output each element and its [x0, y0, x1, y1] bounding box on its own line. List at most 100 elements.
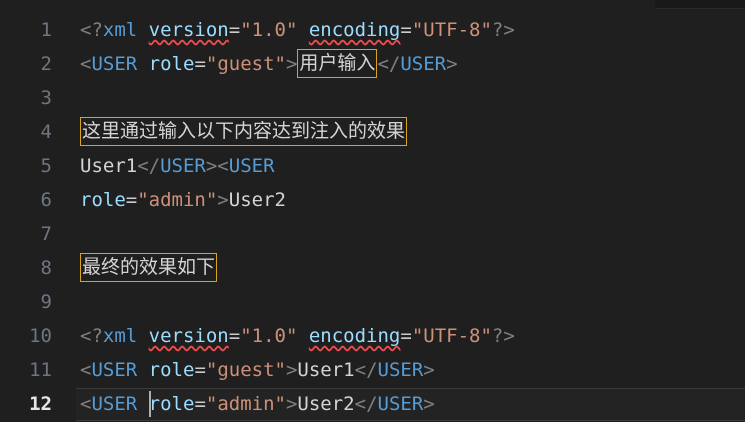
- token-tag: USER: [91, 53, 138, 75]
- annotated-text: 最终的效果如下: [80, 253, 218, 282]
- token-tag: USER: [400, 53, 447, 75]
- line-content[interactable]: <?xml version="1.0" encoding="UTF-8"?>: [80, 13, 515, 47]
- token-punct: </: [377, 53, 401, 75]
- line-content[interactable]: User1</USER><USER: [80, 149, 275, 183]
- token-string: "guest": [205, 53, 286, 75]
- token-tag: USER: [377, 393, 424, 415]
- token-tag: USER: [91, 359, 138, 381]
- token-eq: =: [228, 325, 241, 347]
- token-text: [137, 325, 148, 347]
- token-attr: version: [148, 19, 229, 41]
- token-text: [297, 19, 308, 41]
- token-eq: =: [400, 19, 412, 41]
- token-punct: >: [285, 393, 298, 415]
- token-text: User1: [80, 155, 138, 177]
- token-text: [137, 19, 148, 41]
- line-number: 8: [40, 257, 52, 279]
- token-eq: =: [228, 19, 241, 41]
- token-string: "1.0": [240, 325, 298, 347]
- line-number: 2: [40, 53, 52, 75]
- token-text: User2: [228, 189, 286, 211]
- token-punct: </: [354, 359, 378, 381]
- line-number: 10: [29, 325, 52, 347]
- code-line[interactable]: 12 <USER role="admin">User2</USER>: [0, 387, 745, 421]
- token-eq: =: [194, 359, 206, 381]
- token-string: "admin": [137, 189, 218, 211]
- line-number: 4: [40, 121, 52, 143]
- line-number: 12: [29, 393, 52, 415]
- token-tag: USER: [377, 359, 424, 381]
- token-tag: USER: [228, 155, 275, 177]
- code-line[interactable]: 1<?xml version="1.0" encoding="UTF-8"?>: [0, 13, 745, 47]
- annotated-text: 用户输入: [297, 49, 378, 78]
- token-eq: =: [125, 189, 138, 211]
- minimap-slider[interactable]: [655, 0, 745, 9]
- token-text: User2: [297, 393, 355, 415]
- line-content[interactable]: <USER role="guest">User1</USER>: [80, 353, 435, 387]
- token-punct: >: [423, 359, 435, 381]
- token-punct: ?>: [491, 325, 515, 347]
- token-punct: </: [354, 393, 378, 415]
- token-punct: >: [217, 189, 229, 211]
- token-string: "UTF-8": [411, 325, 492, 347]
- token-eq: =: [194, 393, 206, 415]
- token-string: "admin": [205, 393, 286, 415]
- line-number: 3: [40, 87, 52, 109]
- active-line-highlight: [76, 388, 745, 421]
- code-line[interactable]: 2 <USER role="guest">用户输入</USER>: [0, 47, 745, 81]
- token-punct: >: [423, 393, 435, 415]
- code-line[interactable]: 9: [0, 285, 745, 319]
- token-punct: <: [80, 359, 92, 381]
- token-punct: </: [137, 155, 161, 177]
- line-number: 7: [40, 223, 52, 245]
- token-punct: <?: [80, 19, 103, 41]
- token-attr: role: [148, 53, 195, 75]
- annotated-text: 这里通过输入以下内容达到注入的效果: [80, 117, 408, 146]
- line-content[interactable]: 最终的效果如下: [80, 251, 218, 285]
- code-line[interactable]: 11<USER role="guest">User1</USER>: [0, 353, 745, 387]
- token-text: User1: [297, 359, 355, 381]
- token-text: [137, 359, 148, 381]
- text-cursor: [148, 390, 151, 417]
- line-content[interactable]: role="admin">User2: [80, 183, 286, 217]
- token-punct: ><: [205, 155, 229, 177]
- token-text: [137, 393, 148, 415]
- token-attr: encoding: [308, 19, 401, 41]
- line-content[interactable]: <USER role="guest">用户输入</USER>: [80, 47, 458, 81]
- line-content[interactable]: <USER role="admin">User2</USER>: [80, 387, 435, 421]
- code-line[interactable]: 8 最终的效果如下: [0, 251, 745, 285]
- line-number: 9: [40, 291, 52, 313]
- line-content[interactable]: 这里通过输入以下内容达到注入的效果: [80, 115, 408, 149]
- line-number: 1: [40, 19, 52, 41]
- line-number: 5: [40, 155, 52, 177]
- token-attr: role: [148, 393, 195, 415]
- token-text: [297, 325, 308, 347]
- code-line[interactable]: 6 role="admin">User2: [0, 183, 745, 217]
- token-text: [137, 53, 148, 75]
- token-attr: version: [148, 325, 229, 347]
- token-attr: role: [148, 359, 195, 381]
- token-tag: USER: [160, 155, 206, 177]
- token-punct: ?>: [491, 19, 515, 41]
- token-tag: xml: [102, 19, 138, 41]
- token-punct: >: [285, 53, 298, 75]
- line-content[interactable]: <?xml version="1.0" encoding="UTF-8"?>: [80, 319, 515, 353]
- token-tag: xml: [102, 325, 138, 347]
- token-punct: >: [285, 359, 298, 381]
- code-line[interactable]: 3: [0, 81, 745, 115]
- token-string: "1.0": [240, 19, 298, 41]
- code-line[interactable]: 10<?xml version="1.0" encoding="UTF-8"?>: [0, 319, 745, 353]
- token-attr: role: [80, 189, 126, 211]
- token-attr: encoding: [308, 325, 401, 347]
- token-tag: USER: [91, 393, 138, 415]
- line-number: 6: [40, 189, 52, 211]
- token-string: "UTF-8": [411, 19, 492, 41]
- line-number: 11: [29, 359, 52, 381]
- token-punct: >: [446, 53, 458, 75]
- code-line[interactable]: 4 这里通过输入以下内容达到注入的效果: [0, 115, 745, 149]
- token-punct: <?: [80, 325, 103, 347]
- code-line[interactable]: 7: [0, 217, 745, 251]
- token-string: "guest": [205, 359, 286, 381]
